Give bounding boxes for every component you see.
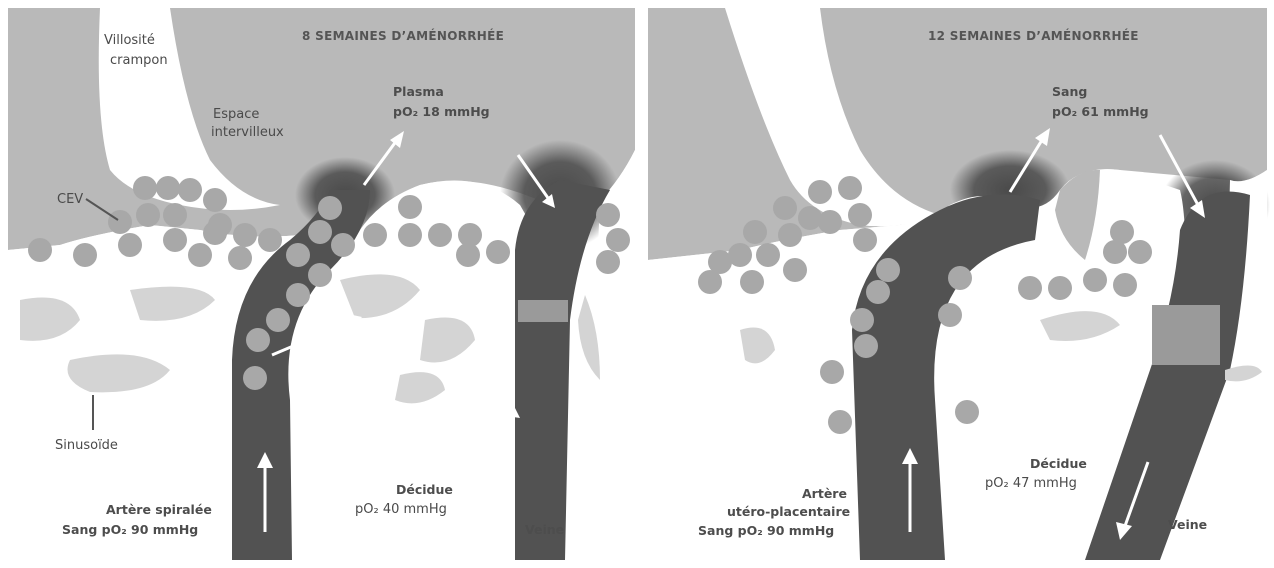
label-intervilleux: intervilleux (211, 125, 284, 140)
label-artere-po2: Sang pO₂ 90 mmHg (62, 522, 198, 537)
label-cev: CEV (57, 192, 83, 207)
label-veine: Veine (1168, 517, 1207, 532)
label-artere-po2: Sang pO₂ 90 mmHg (698, 523, 834, 538)
label-decidue: Décidue (1030, 456, 1087, 471)
panel-8-weeks: 8 SEMAINES D’AMÉNORRHÉE Villosité crampo… (8, 8, 635, 560)
label-espace: Espace (213, 107, 259, 122)
label-plasma-po2: pO₂ 18 mmHg (393, 104, 490, 119)
label-decidue: Décidue (396, 482, 453, 497)
panel-12-weeks: 12 SEMAINES D’AMÉNORRHÉE Sang pO₂ 61 mmH… (648, 8, 1270, 560)
label-utero-placentaire: utéro-placentaire (727, 504, 850, 519)
label-veine: Veine (525, 522, 564, 537)
panel-title: 12 SEMAINES D’AMÉNORRHÉE (928, 28, 1139, 43)
label-decidue-po2: pO₂ 40 mmHg (355, 502, 447, 517)
label-crampon: crampon (110, 53, 168, 68)
label-decidue-po2: pO₂ 47 mmHg (985, 476, 1077, 491)
panel-title: 8 SEMAINES D’AMÉNORRHÉE (302, 28, 504, 43)
label-artere: Artère (802, 486, 847, 501)
label-villosite: Villosité (104, 33, 155, 48)
label-sang: Sang (1052, 84, 1087, 99)
label-sinusoide: Sinusoïde (55, 438, 118, 453)
label-plasma: Plasma (393, 84, 444, 99)
label-artere-spiralee: Artère spiralée (106, 502, 212, 517)
label-sang-po2: pO₂ 61 mmHg (1052, 104, 1149, 119)
